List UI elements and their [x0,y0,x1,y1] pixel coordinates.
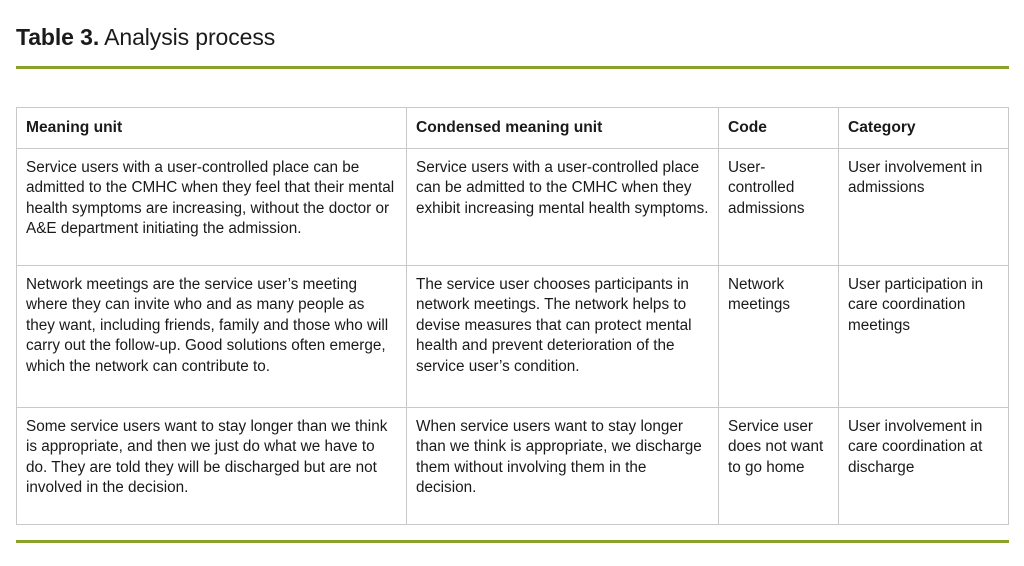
cell-condensed-meaning-unit: Service users with a user-controlled pla… [406,147,719,266]
table-row: Some service users want to stay longer t… [16,406,1009,526]
cell-condensed-meaning-unit: When service users want to stay longer t… [406,406,719,526]
table-header-row: Meaning unit Condensed meaning unit Code… [16,107,1009,149]
title-rest: Analysis process [99,24,276,50]
cell-meaning-unit: Network meetings are the service user’s … [16,264,407,408]
cell-category: User involvement in admissions [838,147,1009,266]
cell-condensed-meaning-unit: The service user chooses participants in… [406,264,719,408]
cell-code: Service user does not want to go home [718,406,839,526]
cell-category: User involvement in care coordination at… [838,406,1009,526]
table-row: Network meetings are the service user’s … [16,264,1009,408]
column-header-category: Category [838,107,1009,149]
cell-meaning-unit: Service users with a user-controlled pla… [16,147,407,266]
title-text: Table 3. Analysis process [16,22,1010,52]
accent-rule-bottom [16,540,1009,543]
title-label: Table 3. [16,24,100,50]
cell-code: User-controlled admissions [718,147,839,266]
cell-meaning-unit: Some service users want to stay longer t… [16,406,407,526]
cell-category: User participation in care coordination … [838,264,1009,408]
table-row: Service users with a user-controlled pla… [16,147,1009,266]
column-header-meaning-unit: Meaning unit [16,107,407,149]
accent-rule-top [16,66,1009,69]
cell-code: Network meetings [718,264,839,408]
table-body: Service users with a user-controlled pla… [16,147,1009,526]
table-header: Meaning unit Condensed meaning unit Code… [16,107,1009,149]
column-header-code: Code [718,107,839,149]
analysis-table: Meaning unit Condensed meaning unit Code… [16,107,1009,526]
analysis-table-container: Meaning unit Condensed meaning unit Code… [16,107,1009,526]
column-header-condensed-meaning-unit: Condensed meaning unit [406,107,719,149]
page-title: Table 3. Analysis process [16,22,1010,52]
